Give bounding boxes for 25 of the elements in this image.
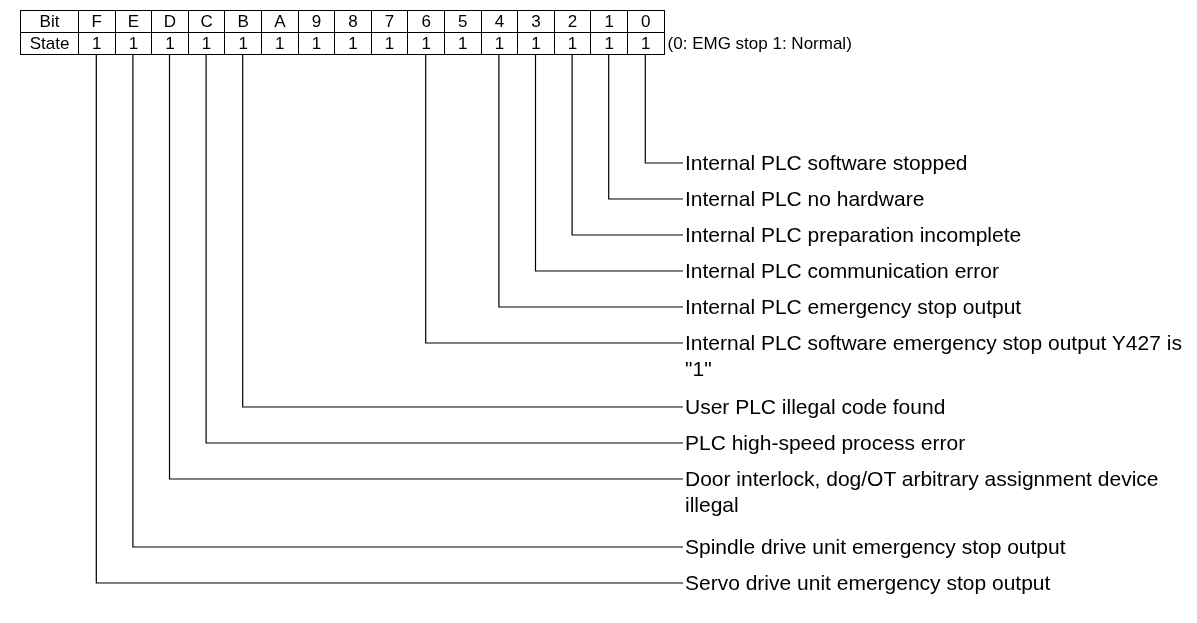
bit-description: Internal PLC emergency stop output (685, 294, 1190, 320)
leader-line (425, 54, 684, 344)
column-header: Bit (20, 10, 79, 33)
bit-description: Servo drive unit emergency stop output (685, 570, 1190, 596)
bit-value: 1 (627, 32, 665, 55)
bit-description: Internal PLC preparation incomplete (685, 222, 1190, 248)
leader-line (205, 54, 684, 444)
bit-description: Internal PLC software emergency stop output Y427 is "1" (685, 330, 1190, 382)
bit-description: Spindle drive unit emergency stop output (685, 534, 1190, 560)
bit-description: User PLC illegal code found (685, 394, 1190, 420)
leader-line (534, 54, 684, 272)
bit-description: PLC high-speed process error (685, 430, 1190, 456)
bit-description: Internal PLC no hardware (685, 186, 1190, 212)
bit-description: Door interlock, dog/OT arbitrary assignment device illegal (685, 466, 1190, 518)
leader-line (608, 54, 684, 200)
bit-description: Internal PLC communication error (685, 258, 1190, 284)
leader-line (644, 54, 684, 164)
leader-line (571, 54, 684, 236)
bit-description: Internal PLC software stopped (685, 150, 1190, 176)
leader-line (168, 54, 684, 480)
bit-header: 0 (627, 10, 665, 33)
leader-line (242, 54, 684, 408)
note-text: (0: EMG stop 1: Normal) (667, 34, 852, 54)
row-header: State (20, 32, 79, 55)
leader-line (498, 54, 684, 308)
